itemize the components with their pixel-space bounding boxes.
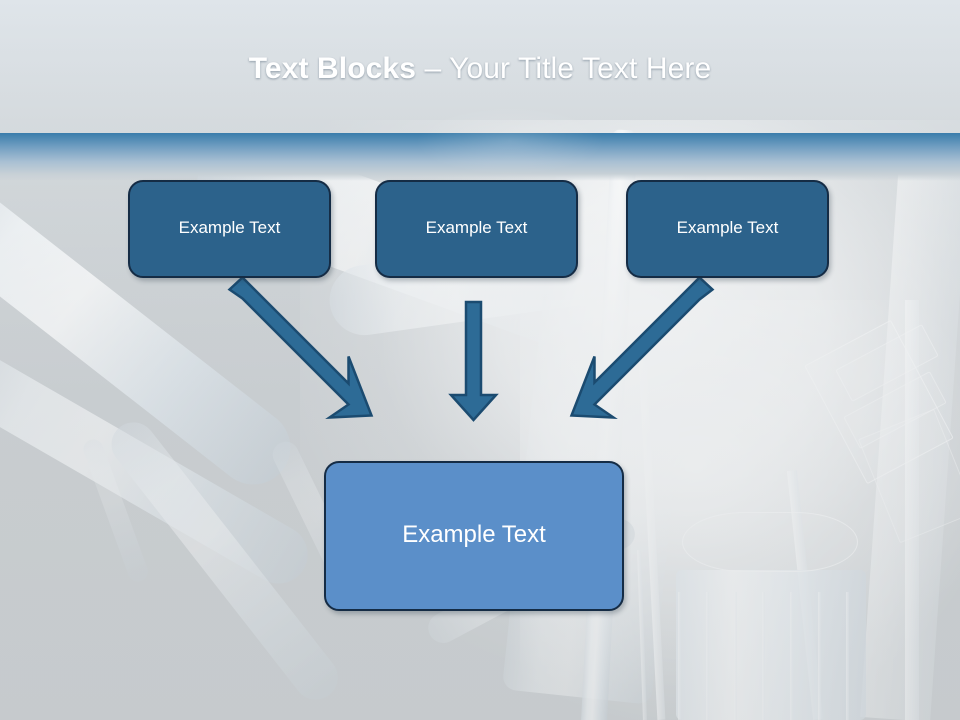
text-block-1-label: Example Text bbox=[178, 218, 281, 237]
text-block-summary[interactable]: Example Text bbox=[324, 461, 624, 611]
page-title: Text Blocks – Your Title Text Here bbox=[0, 52, 960, 86]
background-strut bbox=[678, 592, 681, 720]
page-title-rest: Your Title Text Here bbox=[449, 52, 712, 85]
background-railing bbox=[682, 512, 858, 572]
background-strut bbox=[762, 592, 765, 720]
page-title-bold: Text Blocks bbox=[248, 52, 425, 85]
text-block-1[interactable]: Example Text bbox=[128, 180, 331, 278]
text-block-summary-label: Example Text bbox=[402, 521, 546, 548]
text-block-3[interactable]: Example Text bbox=[626, 180, 829, 278]
background-strut bbox=[706, 592, 709, 720]
banner-sheen bbox=[380, 96, 640, 186]
text-block-2[interactable]: Example Text bbox=[375, 180, 578, 278]
text-block-3-label: Example Text bbox=[676, 218, 779, 237]
background-strut bbox=[734, 592, 737, 720]
background-strut bbox=[790, 592, 793, 720]
title-banner-fade bbox=[0, 133, 960, 181]
background-strut bbox=[818, 592, 821, 720]
background-strut bbox=[846, 592, 849, 720]
page-title-dash: – bbox=[424, 52, 450, 85]
text-block-2-label: Example Text bbox=[425, 218, 528, 237]
